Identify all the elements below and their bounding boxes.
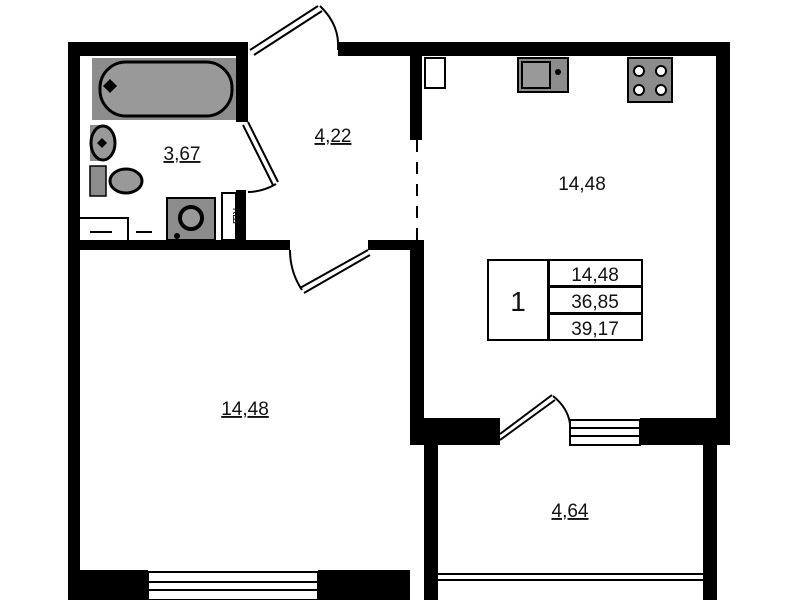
walls — [68, 42, 730, 600]
closet: КШ — [221, 192, 242, 241]
vent-shaft — [424, 57, 446, 89]
shelf-icon — [80, 217, 152, 240]
room-area-bathroom: 3,67 — [164, 144, 201, 165]
living-room-window — [147, 571, 319, 600]
bathtub-icon — [92, 58, 236, 120]
balcony-rail — [438, 573, 703, 581]
room-area-living-room: 14,48 — [221, 399, 269, 420]
washing-machine-icon — [166, 197, 216, 241]
area-summary-table — [487, 259, 643, 341]
room-area-balcony: 4,64 — [552, 501, 589, 522]
closet-label: КШ — [230, 208, 242, 225]
kitchen-sink-icon — [517, 57, 569, 93]
living-area: 14,48 — [571, 265, 619, 286]
total-area: 36,85 — [571, 292, 619, 313]
kitchen-window — [569, 419, 641, 446]
rooms-count: 1 — [510, 286, 526, 317]
toilet-icon — [89, 165, 144, 197]
doors — [242, 5, 571, 441]
room-area-hallway: 4,22 — [315, 126, 352, 147]
total-area-with-balcony: 39,17 — [571, 319, 619, 340]
room-area-kitchen: 14,48 — [558, 174, 606, 195]
stove-icon — [627, 57, 673, 103]
sink-icon — [89, 124, 117, 162]
